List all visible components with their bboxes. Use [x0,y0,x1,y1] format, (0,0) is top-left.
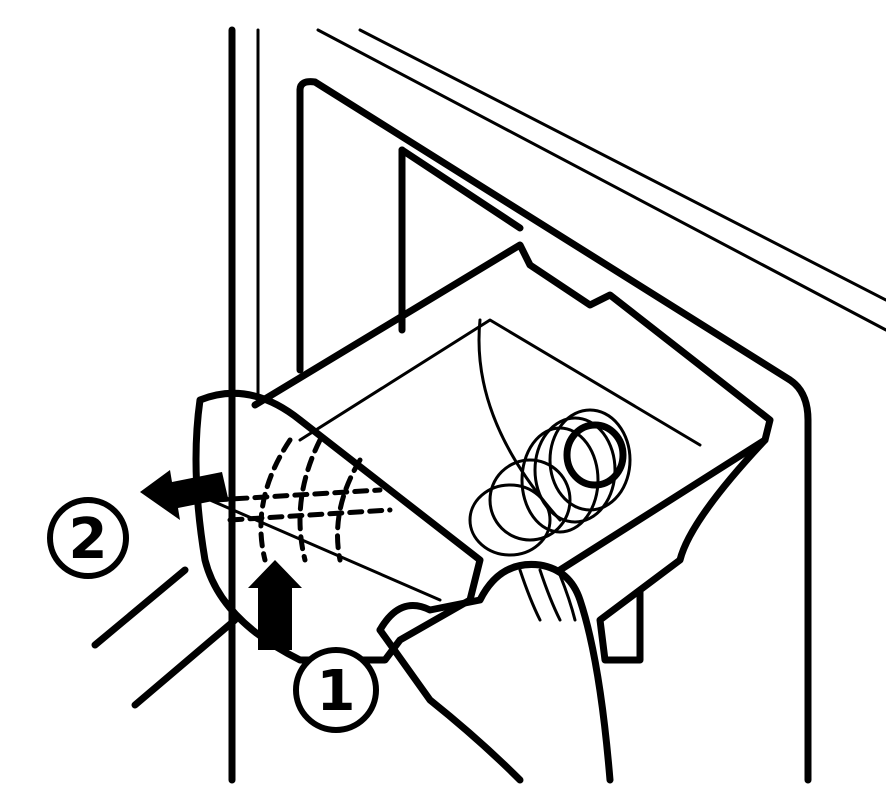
step-1-callout: 1 [296,650,376,730]
spring-icon [470,410,630,555]
pull-out-arrow-icon [140,470,228,520]
step-1-label: 1 [317,659,356,724]
hidden-latch-outline [215,440,390,560]
step-2-callout: 2 [50,500,126,576]
step-2-label: 2 [69,507,108,572]
